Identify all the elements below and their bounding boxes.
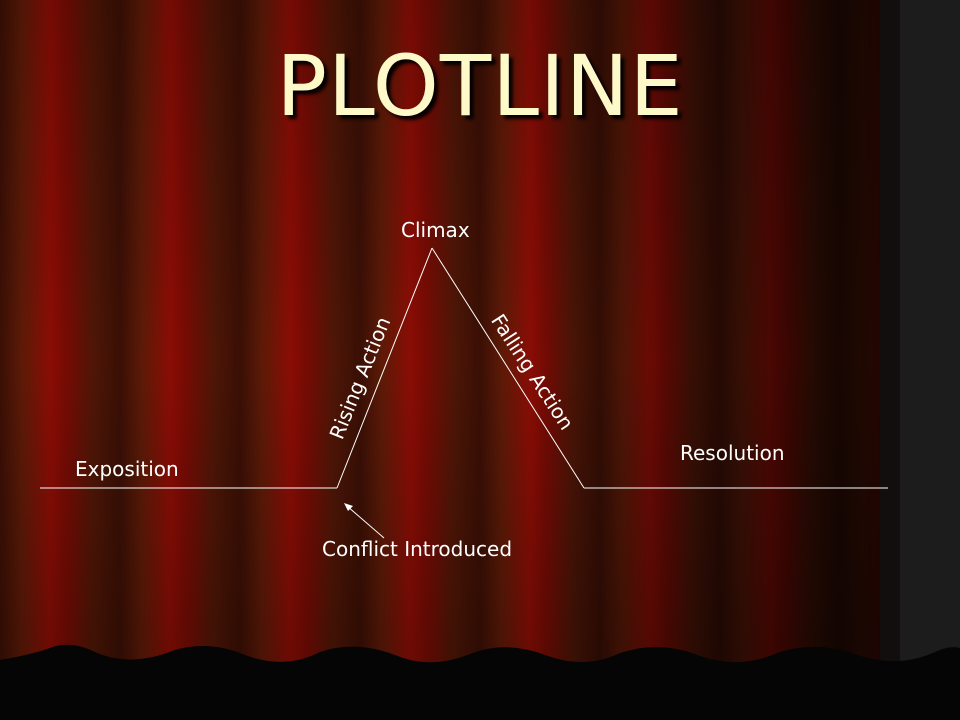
resolution-label: Resolution (680, 441, 785, 465)
rising-action-line (336, 247, 433, 489)
curtain-hem (0, 644, 960, 720)
conflict-arrowhead (344, 503, 353, 511)
slide-title: PLOTLINE (276, 37, 684, 135)
exposition-label: Exposition (75, 457, 179, 481)
falling-action-line (431, 247, 585, 489)
conflict-arrow (346, 505, 385, 539)
climax-label: Climax (401, 218, 470, 242)
conflict-introduced-label: Conflict Introduced (322, 537, 513, 561)
